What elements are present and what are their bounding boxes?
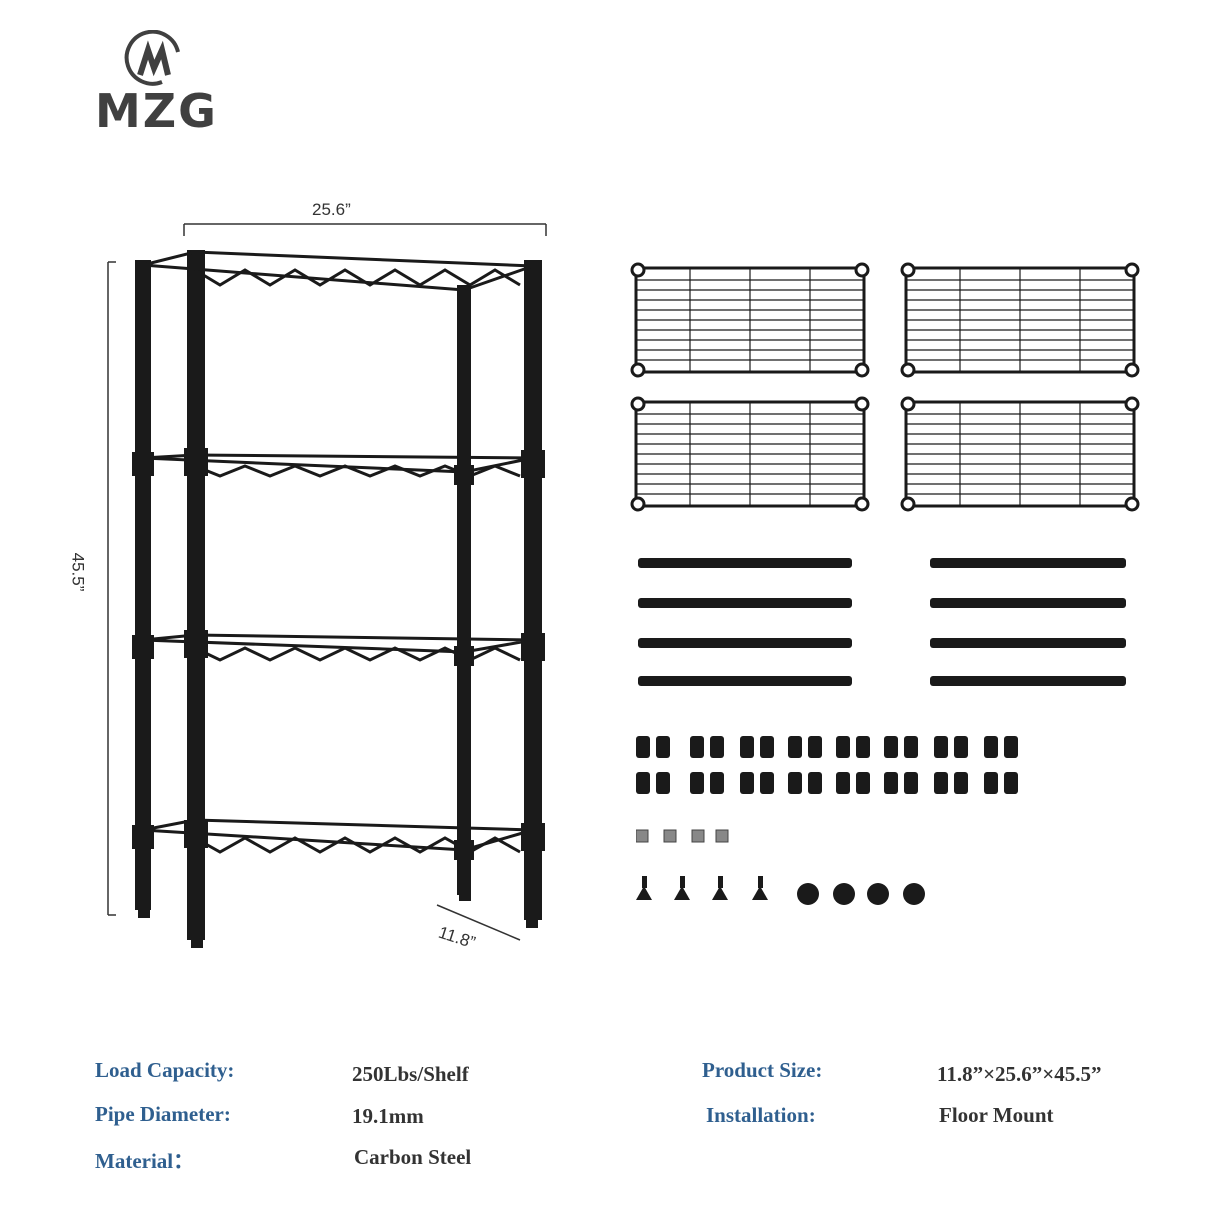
pipe-diameter-label: Pipe Diameter:	[95, 1102, 231, 1126]
shelf-unit-illustration	[107, 223, 547, 948]
installation-value: Floor Mount	[939, 1103, 1054, 1127]
brand-logo	[92, 29, 222, 140]
pipe-diameter-value: 19.1mm	[352, 1104, 424, 1128]
product-size-value: 11.8”×25.6”×45.5”	[937, 1062, 1102, 1086]
parts-sleeves	[636, 736, 1018, 794]
logo-emblem-icon	[124, 29, 180, 86]
parts-connectors	[636, 829, 729, 843]
parts-poles	[638, 558, 1126, 686]
parts-feet-caps	[636, 876, 925, 905]
load-capacity-value: 250Lbs/Shelf	[352, 1062, 469, 1086]
brand-logo-text: MZG	[95, 84, 218, 138]
installation-label: Installation:	[706, 1103, 816, 1127]
width-dimension-label: 25.6”	[312, 200, 351, 219]
parts-wire-shelves	[630, 262, 1140, 512]
material-label: Material：	[95, 1149, 195, 1173]
height-dimension-label: 45.5”	[68, 552, 88, 592]
product-size-label: Product Size:	[702, 1058, 823, 1082]
material-value: Carbon Steel	[354, 1145, 472, 1169]
load-capacity-label: Load Capacity:	[95, 1058, 235, 1082]
